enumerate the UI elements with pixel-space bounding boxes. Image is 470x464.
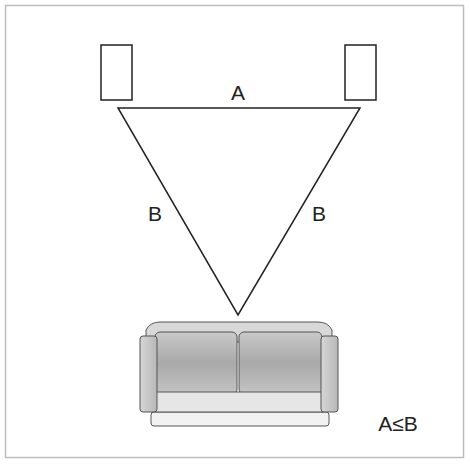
- distance-label: B: [312, 203, 326, 224]
- condition-note: A≤B: [378, 413, 418, 434]
- distance-label: B: [148, 203, 162, 224]
- frame: [6, 6, 464, 458]
- left-speaker: [101, 45, 132, 100]
- sofa: [140, 322, 338, 426]
- distance-label: A: [231, 82, 245, 103]
- listening-triangle: [118, 108, 360, 315]
- right-speaker: [345, 45, 376, 100]
